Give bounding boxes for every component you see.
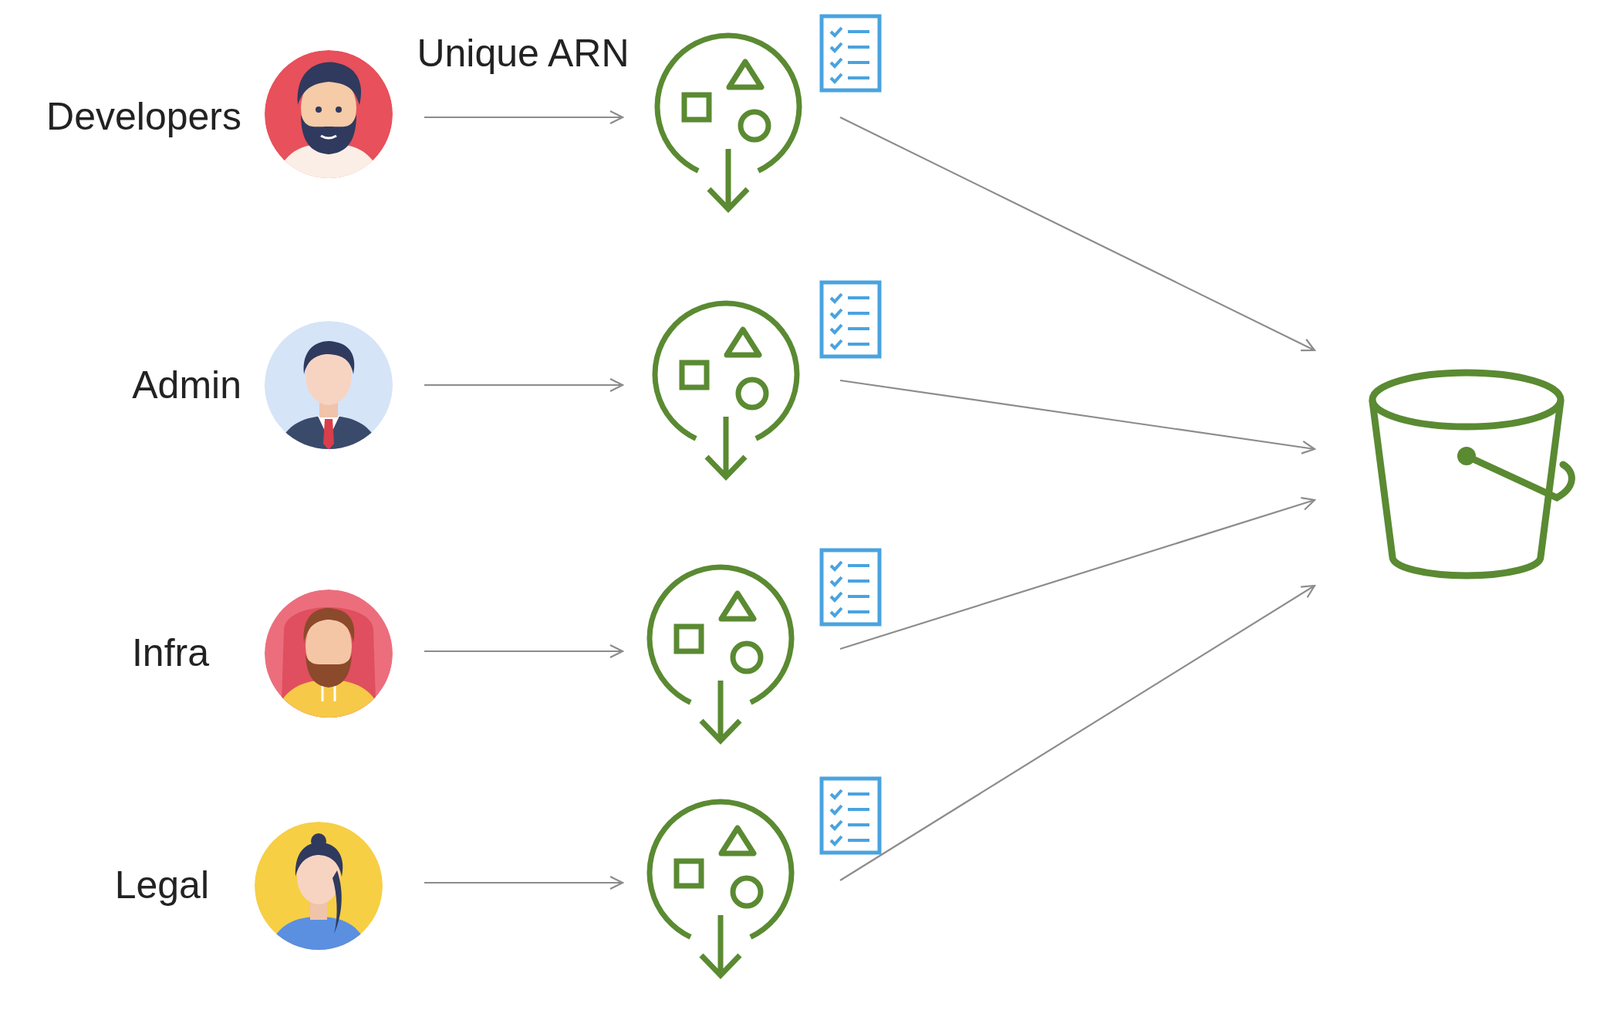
person-label: Infra (131, 631, 210, 676)
person-name: Admin (131, 363, 242, 409)
policy-icon (821, 16, 880, 91)
person-name: Developers (46, 94, 242, 140)
access-point-icon (657, 35, 800, 210)
policy-icon (821, 778, 880, 853)
arn-label: Unique ARN (416, 31, 629, 77)
bucket-handle-pivot (1457, 446, 1476, 466)
developer-avatar (264, 50, 393, 184)
bucket-arrows (840, 117, 1315, 881)
request-arrows (424, 117, 623, 883)
person-label: Legal (114, 863, 210, 909)
policy-icon (821, 550, 880, 625)
admin-avatar (264, 320, 393, 455)
legal-avatar (254, 821, 383, 956)
infra-avatar (264, 589, 393, 723)
access-point-icon (649, 567, 792, 741)
policy-icon (821, 282, 880, 357)
person-name: Legal (114, 863, 210, 909)
person-label: Developers (46, 94, 242, 140)
access-point-icon (654, 303, 797, 477)
access-point-icon (649, 801, 792, 976)
person-label: Admin (131, 363, 242, 409)
person-name: Infra (131, 631, 210, 676)
bucket-icon (1372, 372, 1572, 576)
